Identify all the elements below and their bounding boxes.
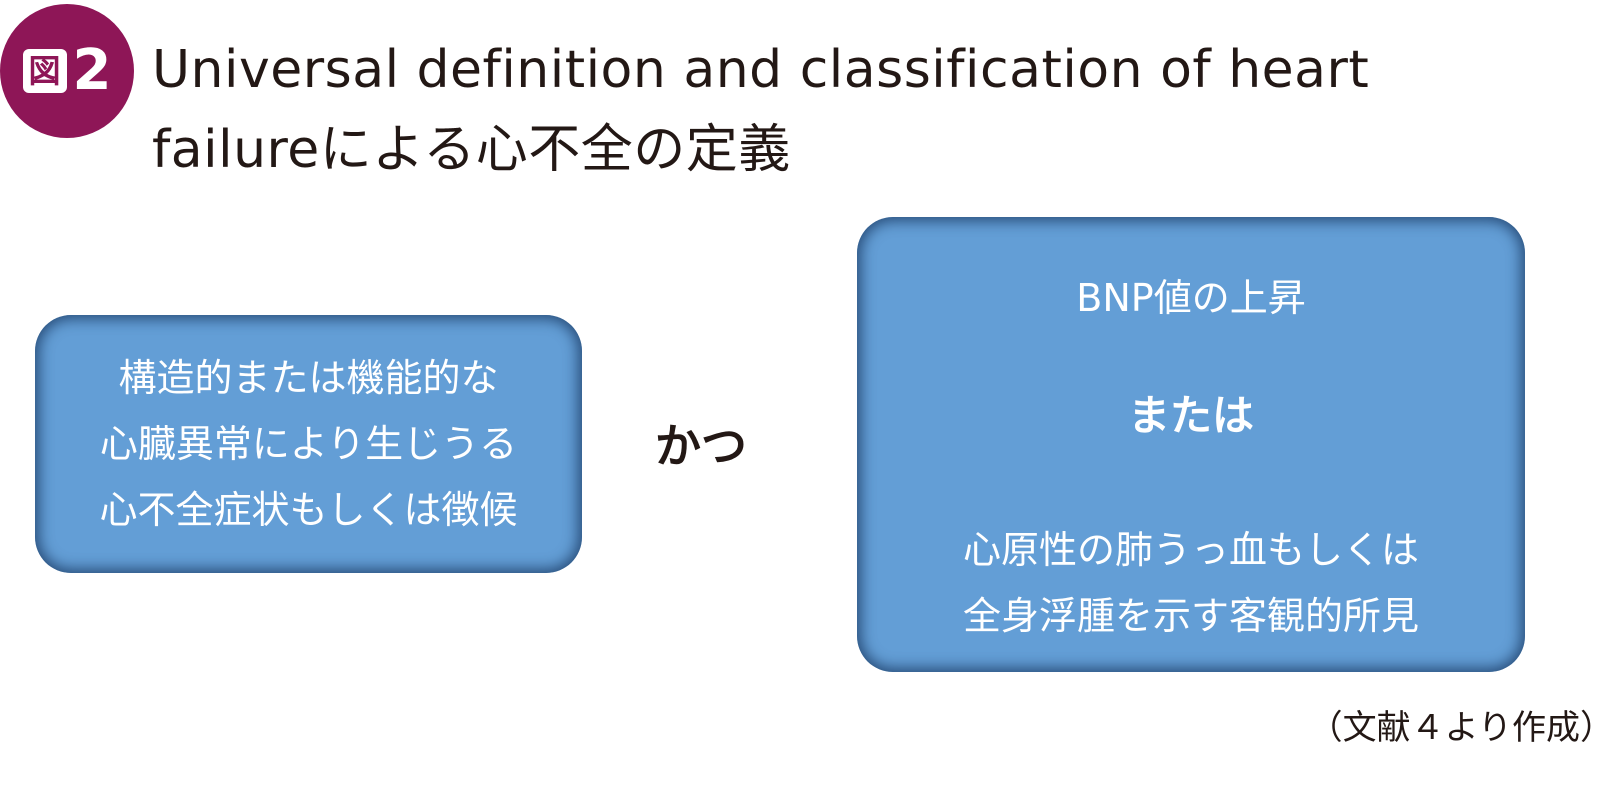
title-line-1: Universal definition and classification … xyxy=(152,40,1370,100)
symptoms-line: 構造的または機能的な xyxy=(118,356,499,400)
figure-title: Universal definition and classification … xyxy=(152,30,1369,190)
source-note: （文献４より作成） xyxy=(1308,708,1614,748)
figure-badge: 図 2 xyxy=(0,4,134,138)
bnp-text: BNP値の上昇 xyxy=(1076,276,1306,320)
or-text: または xyxy=(1127,391,1254,440)
title-line-2: failureによる心不全の定義 xyxy=(152,120,791,180)
objective-findings: 心原性の肺うっ血もしくは 全身浮腫を示す客観的所見 xyxy=(857,517,1525,649)
figure-icon: 図 xyxy=(22,49,67,93)
findings-line: 全身浮腫を示す客観的所見 xyxy=(962,594,1419,638)
figure-number: 2 xyxy=(72,38,112,103)
symptoms-box: 構造的または機能的な 心臓異常により生じうる 心不全症状もしくは徴候 xyxy=(35,315,582,573)
evidence-box: BNP値の上昇 または 心原性の肺うっ血もしくは 全身浮腫を示す客観的所見 xyxy=(857,217,1525,672)
symptoms-line: 心不全症状もしくは徴候 xyxy=(99,488,518,532)
symptoms-line: 心臓異常により生じうる xyxy=(99,422,518,466)
and-connector: かつ xyxy=(655,419,747,473)
findings-line: 心原性の肺うっ血もしくは xyxy=(962,528,1419,572)
